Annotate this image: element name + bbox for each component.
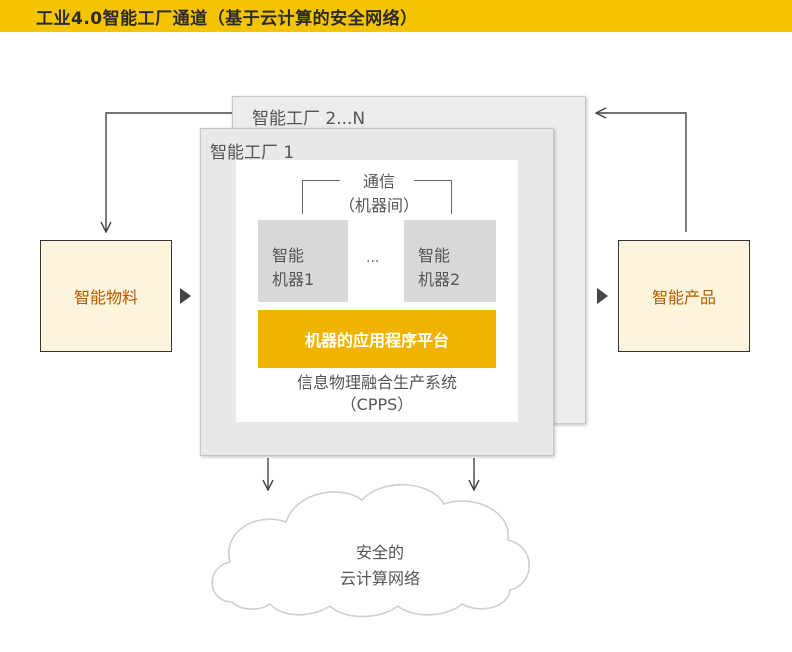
smart-material-box: 智能物料: [40, 240, 172, 352]
cloud-shape: [211, 483, 531, 618]
machine-app-platform: 机器的应用程序平台: [258, 310, 496, 368]
smart-factory-2-n-label: 智能工厂 2...N: [252, 109, 366, 129]
machines-ellipsis: ...: [366, 250, 380, 266]
communication-bracket-right: [414, 180, 452, 214]
smart-machine-2: 智能 机器2: [404, 220, 496, 302]
arrow-material-to-factory-icon: [180, 288, 191, 304]
smart-machine-2-line2: 机器2: [418, 270, 461, 289]
flow-line-to-material: [106, 112, 232, 232]
smart-machine-2-line1: 智能: [418, 246, 451, 265]
communication-line2: （机器间）: [338, 196, 419, 215]
smart-machine-1: 智能 机器1: [258, 220, 348, 302]
smart-factory-1-label: 智能工厂 1: [210, 143, 295, 163]
cloud-line1: 安全的: [355, 543, 404, 562]
arrow-factory-to-product-icon: [597, 288, 608, 304]
page-title: 工业4.0智能工厂通道（基于云计算的安全网络）: [36, 9, 418, 29]
smart-machine-1-line2: 机器1: [272, 270, 315, 289]
communication-label: 通信 （机器间）: [322, 170, 436, 218]
cpps-label: 信息物理融合生产系统 （CPPS）: [236, 372, 518, 416]
title-bar: [0, 0, 792, 32]
cpps-line1: 信息物理融合生产系统: [296, 373, 457, 392]
flow-line-from-product: [596, 113, 687, 232]
cpps-line2: （CPPS）: [340, 395, 414, 414]
communication-bracket-left: [302, 180, 340, 214]
smart-product-box: 智能产品: [618, 240, 750, 352]
cloud-label: 安全的 云计算网络: [300, 540, 460, 592]
cloud-line2: 云计算网络: [339, 569, 420, 588]
communication-line1: 通信: [362, 172, 395, 191]
smart-machine-1-line1: 智能: [272, 246, 305, 265]
